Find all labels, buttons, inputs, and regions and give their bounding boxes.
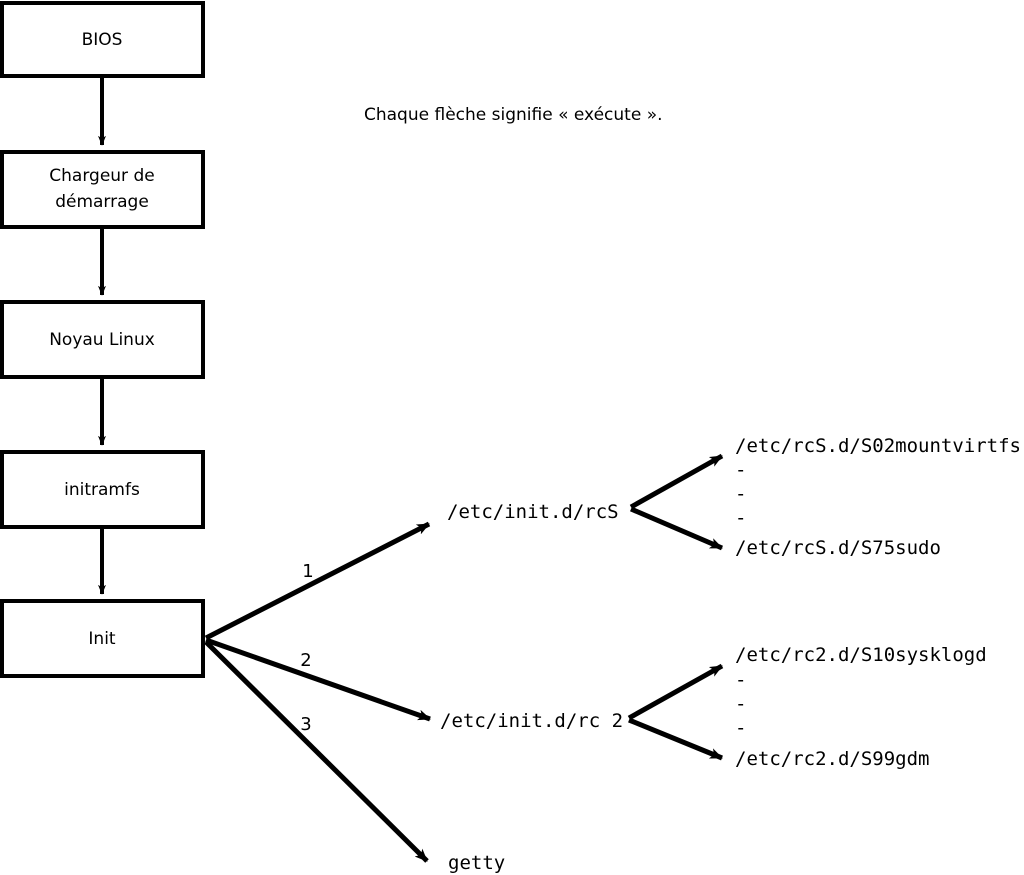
label-rc2-last-script: /etc/rc2.d/S99gdm: [735, 748, 929, 770]
arrow-rc2-to-first-script: [627, 663, 724, 721]
box-kernel[interactable]: [0, 300, 205, 379]
label-getty: getty: [448, 852, 505, 874]
box-init-label: Init: [88, 629, 116, 649]
caption-text: Chaque flèche signifie « exécute ».: [364, 105, 663, 125]
arrow-label-1: 1: [302, 561, 313, 582]
box-initramfs-label: initramfs: [64, 480, 140, 500]
rcs-ellipsis-dot-3: -: [735, 507, 746, 529]
label-rcs-first-script: /etc/rcS.d/S02mountvirtfs: [735, 435, 1021, 457]
box-bios-label: BIOS: [82, 30, 123, 50]
box-bootloader-label-line2: démarrage: [55, 192, 149, 212]
rc2-ellipsis-dot-1: -: [735, 669, 746, 691]
arrow-init-branch-2: [205, 637, 431, 722]
rcs-ellipsis-dot-2: -: [735, 483, 746, 505]
arrow-rcs-to-first-script: [629, 453, 724, 510]
box-kernel-label: Noyau Linux: [49, 330, 155, 350]
label-etc-init-d-rc2: /etc/init.d/rc 2: [440, 710, 623, 732]
box-bootloader[interactable]: [0, 150, 205, 229]
rc2-ellipsis-dot-2: -: [735, 693, 746, 715]
rcs-ellipsis-dot-1: -: [735, 459, 746, 481]
box-initramfs[interactable]: [0, 450, 205, 529]
arrow-rc2-to-last-script: [628, 717, 723, 761]
box-bootloader-label-line1: Chargeur de: [49, 166, 154, 186]
arrow-init-branch-3: [204, 640, 429, 863]
arrow-label-2: 2: [300, 650, 311, 671]
box-init[interactable]: [0, 599, 205, 678]
arrow-label-3: 3: [300, 714, 311, 735]
arrow-init-branch-1: [204, 521, 431, 641]
label-rc2-first-script: /etc/rc2.d/S10sysklogd: [735, 644, 987, 666]
label-rcs-last-script: /etc/rcS.d/S75sudo: [735, 537, 941, 559]
rc2-ellipsis-dot-3: -: [735, 717, 746, 739]
box-bios[interactable]: [0, 1, 205, 78]
arrow-rcs-to-last-script: [630, 506, 723, 551]
label-etc-init-d-rcs: /etc/init.d/rcS: [447, 501, 619, 523]
